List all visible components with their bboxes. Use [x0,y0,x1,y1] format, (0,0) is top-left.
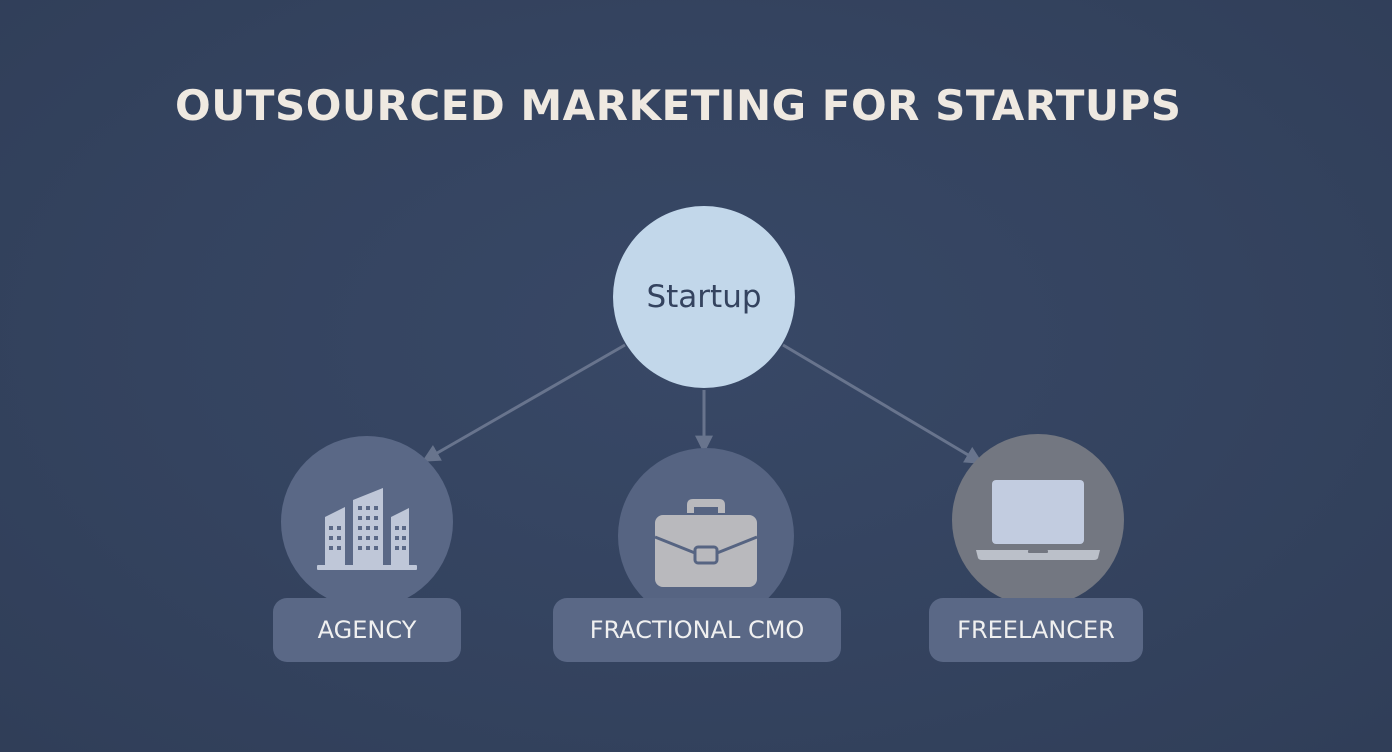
briefcase-icon [654,499,758,587]
page-title: OUTSOURCED MARKETING FOR STARTUPS [175,81,1182,130]
startup-node: Startup [613,206,795,388]
fractional-cmo-label: FRACTIONAL CMO [589,616,805,644]
freelancer-label: FREELANCER [957,616,1115,644]
freelancer-label-pill: FREELANCER [929,598,1143,662]
edge-startup-to-agency [421,343,626,462]
laptop-icon [976,480,1100,560]
fractional-cmo-label-pill: FRACTIONAL CMO [553,598,841,662]
freelancer-node-circle [952,434,1124,606]
fractional-cmo-node-circle [618,448,794,624]
agency-node-circle [281,436,453,608]
buildings-icon [317,488,417,570]
startup-node-label: Startup [646,279,762,315]
agency-label: AGENCY [317,616,417,644]
agency-label-pill: AGENCY [273,598,461,662]
edge-startup-to-freelancer [782,343,984,464]
